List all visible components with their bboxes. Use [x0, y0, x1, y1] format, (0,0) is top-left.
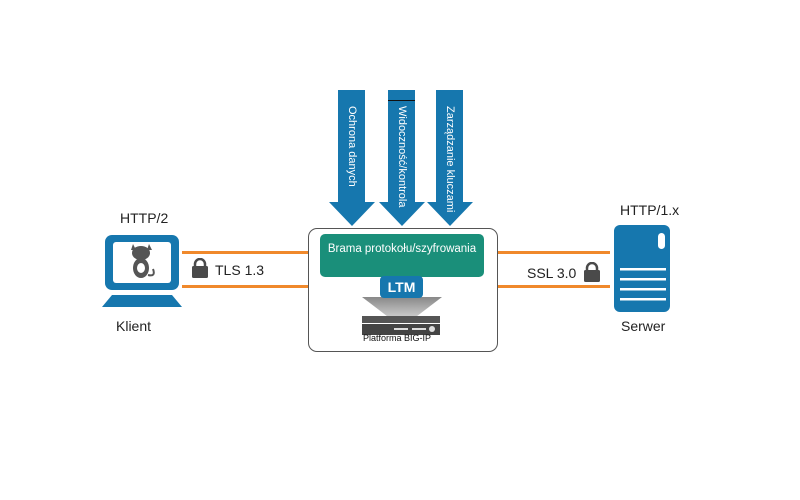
- client-connection-line-top: [182, 251, 308, 254]
- server-icon: [614, 225, 672, 313]
- client-protocol-label: HTTP/2: [120, 210, 169, 226]
- hardware-appliance-icon: [362, 316, 440, 336]
- arrow-label: Widoczność/kontrola: [396, 106, 408, 208]
- ssl-version-label: SSL 3.0: [527, 265, 577, 281]
- lock-icon: [192, 257, 208, 278]
- client-connection-line-bottom: [182, 285, 308, 288]
- tls-version-label: TLS 1.3: [215, 262, 265, 278]
- server-label: Serwer: [621, 318, 666, 334]
- arrow-label: Ochrona danych: [346, 106, 358, 187]
- laptop-with-cat-icon: [100, 233, 184, 309]
- server-connection-line-bottom: [497, 285, 610, 288]
- server-connection-line-top: [497, 251, 610, 254]
- client-label: Klient: [116, 318, 152, 334]
- server-protocol-label: HTTP/1.x: [620, 202, 680, 218]
- ltm-module-badge: LTM: [380, 276, 423, 298]
- platform-label: Platforma BIG-IP: [363, 333, 432, 343]
- protocol-encryption-gateway: Brama protokołu/szyfrowania: [320, 234, 484, 277]
- projection-beam: [362, 297, 442, 323]
- arrow-label: Zarządzanie kluczami: [444, 106, 456, 213]
- lock-icon: [584, 261, 600, 282]
